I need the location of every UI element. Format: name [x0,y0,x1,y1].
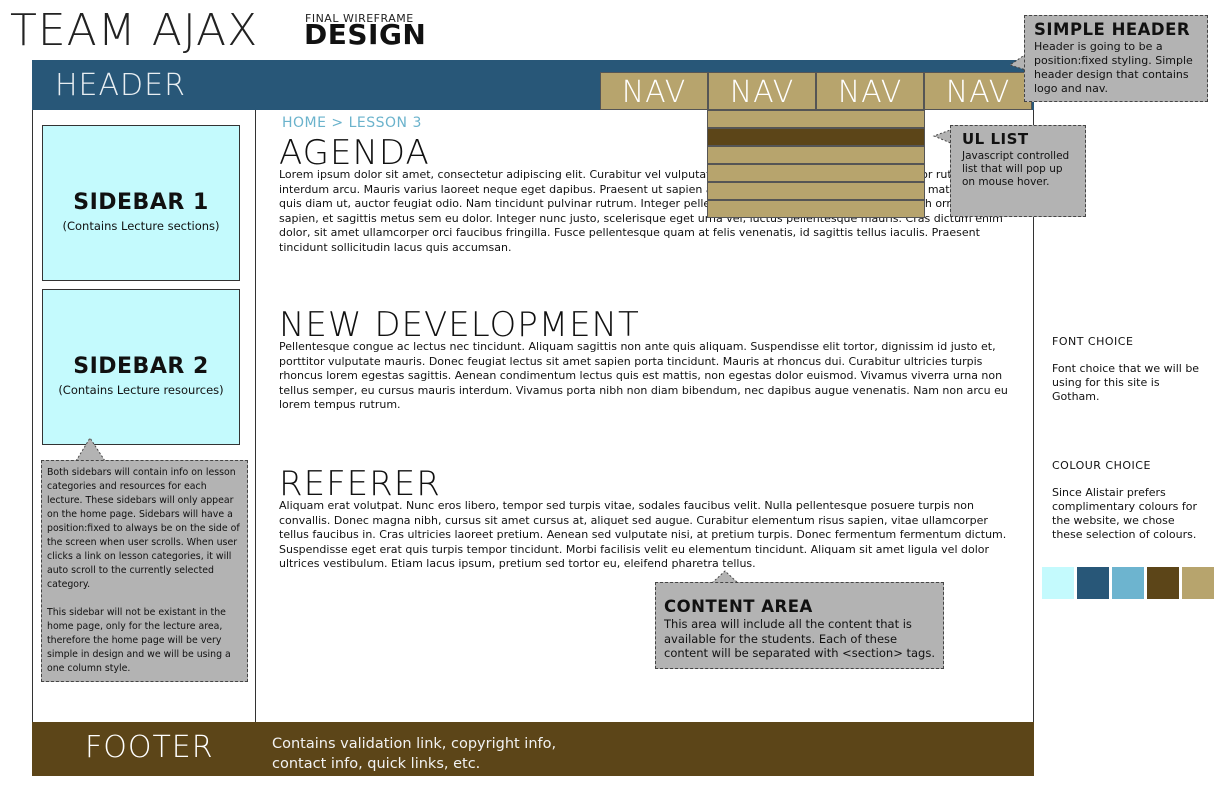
footer-description: Contains validation link, copyright info… [272,736,557,772]
nav-item-3[interactable]: NAV [816,72,924,110]
dropdown-item[interactable] [707,110,925,128]
font-choice-text: Font choice that we will be using for th… [1052,362,1200,403]
footer-label: FOOTER [85,730,214,765]
content-area-note-title: CONTENT AREA [664,597,813,616]
colour-swatch-dark-blue [1077,567,1109,599]
ul-list-note-body: Javascript controlled list that will pop… [962,150,1070,188]
sidebar-1-subtitle: (Contains Lecture sections) [62,219,220,233]
nav-item-4[interactable]: NAV [924,72,1032,110]
section-new-development-title: NEW DEVELOPMENT [279,305,640,345]
colour-swatch-dark-brown [1147,567,1179,599]
nav-dropdown-list [707,110,925,218]
colour-choice-text: Since Alistair prefers complimentary col… [1052,486,1198,541]
sidebar-1: SIDEBAR 1 (Contains Lecture sections) [42,125,240,281]
sidebar-divider [255,110,256,722]
colour-swatch-tan [1182,567,1214,599]
nav-item-1[interactable]: NAV [600,72,708,110]
content-area-note-body: This area will include all the content t… [664,617,935,660]
section-new-development-body: Pellentesque congue ac lectus nec tincid… [279,340,1008,411]
design-label: DESIGN [304,18,427,51]
simple-header-note-body: Header is going to be a position:fixed s… [1034,40,1193,95]
colour-choice-label: COLOUR CHOICE [1052,459,1151,472]
dropdown-item[interactable] [707,164,925,182]
breadcrumb[interactable]: HOME > LESSON 3 [282,115,422,131]
colour-swatch-light-blue [1112,567,1144,599]
header-label: HEADER [55,68,186,103]
font-choice-label: FONT CHOICE [1052,335,1134,348]
sidebar-note-pointer [75,437,106,462]
content-area-note: CONTENT AREA This area will include all … [655,582,944,669]
sidebar-note-paragraph-2: This sidebar will not be existant in the… [47,607,231,674]
sidebar-2-subtitle: (Contains Lecture resources) [58,383,224,397]
section-referer-title: REFERER [279,464,441,504]
dropdown-item[interactable] [707,182,925,200]
ul-list-note: UL LIST Javascript controlled list that … [950,125,1086,217]
sidebar-2-title: SIDEBAR 2 [73,354,209,379]
final-wireframe-label: FINAL WIREFRAME [305,12,414,25]
section-agenda-title: AGENDA [279,133,430,173]
sidebar-note: Both sidebars will contain info on lesso… [41,460,248,682]
dropdown-item[interactable] [707,146,925,164]
simple-header-note-title: SIMPLE HEADER [1034,20,1191,39]
section-referer-body: Aliquam erat volutpat. Nunc eros libero,… [279,499,1007,570]
nav-item-2[interactable]: NAV [708,72,816,110]
colour-swatch-light-cyan [1042,567,1074,599]
sidebar-2: SIDEBAR 2 (Contains Lecture resources) [42,289,240,445]
dropdown-item[interactable] [707,200,925,218]
wireframe-title: TEAM AJAX [10,5,259,56]
sidebar-note-paragraph-1: Both sidebars will contain info on lesso… [47,467,240,590]
simple-header-note: SIMPLE HEADER Header is going to be a po… [1024,15,1208,102]
dropdown-item-active[interactable] [707,128,925,146]
footer-bar [32,722,1034,776]
sidebar-1-title: SIDEBAR 1 [73,190,209,215]
ul-list-note-title: UL LIST [962,130,1029,148]
